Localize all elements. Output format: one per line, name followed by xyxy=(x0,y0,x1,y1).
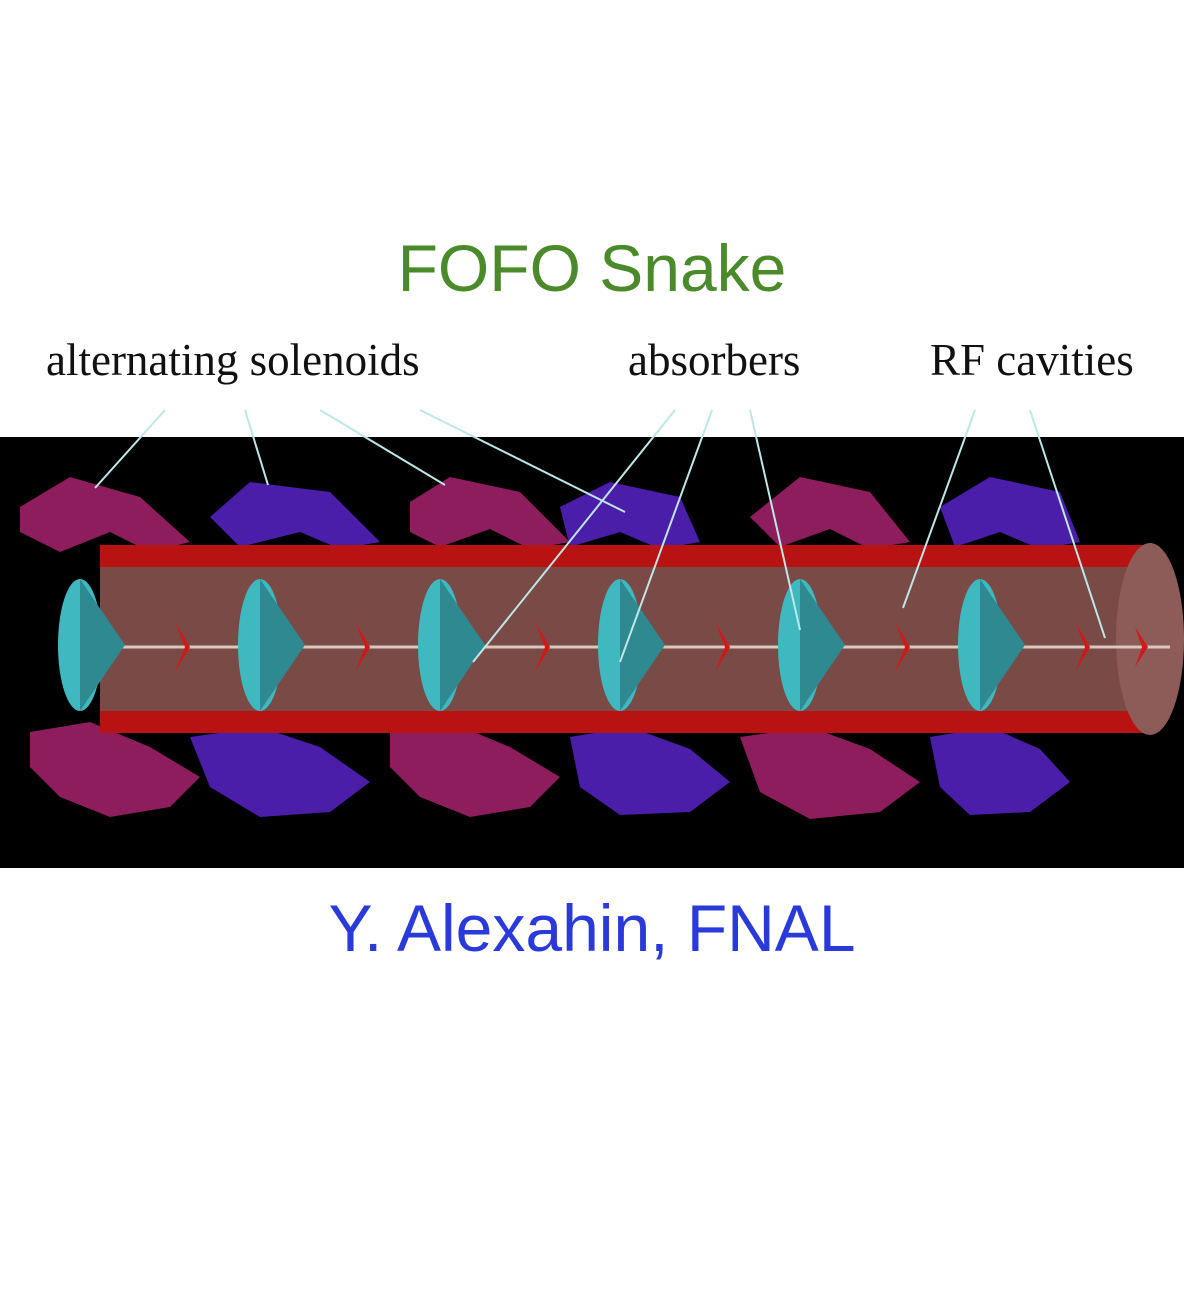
leader-line-rf xyxy=(1029,409,1106,639)
rf-cell xyxy=(1135,627,1148,667)
rf-cell xyxy=(715,622,730,672)
absorber xyxy=(778,579,845,711)
label-rf-cavities: RF cavities xyxy=(930,335,1134,385)
fofo-snake-illustration xyxy=(0,437,1184,868)
label-alternating-solenoids: alternating solenoids xyxy=(46,335,420,385)
solenoid-coil xyxy=(940,477,1080,549)
leader-line-solenoid xyxy=(94,409,166,489)
leader-line-solenoid xyxy=(319,409,446,486)
rf-cell xyxy=(895,622,910,672)
solenoid-coil xyxy=(570,727,730,815)
rf-cell xyxy=(1075,622,1090,672)
label-absorbers: absorbers xyxy=(628,335,801,385)
absorbers xyxy=(58,579,1025,711)
leader-line-solenoid xyxy=(244,409,269,486)
absorber xyxy=(598,579,665,711)
cavity-end-cap xyxy=(1116,543,1184,735)
absorber xyxy=(418,579,485,711)
solenoid-coil xyxy=(750,477,910,549)
leader-line-absorber xyxy=(749,409,801,631)
solenoid-coil xyxy=(20,477,190,552)
solenoid-coils-lower xyxy=(30,722,1070,819)
solenoid-coil xyxy=(560,482,700,549)
solenoid-coils-upper xyxy=(20,477,1080,552)
leader-line-absorber xyxy=(619,409,713,663)
solenoid-coil xyxy=(210,482,380,549)
rf-cavity-cells xyxy=(175,622,1148,672)
solenoid-coil xyxy=(190,727,370,817)
credit-text: Y. Alexahin, FNAL xyxy=(328,891,856,965)
solenoid-coil xyxy=(930,727,1070,815)
rf-cell xyxy=(355,622,370,672)
cavity-upper-rim xyxy=(100,545,1150,567)
solenoid-coil xyxy=(410,477,570,549)
leader-line-solenoid xyxy=(419,409,626,513)
rf-cell xyxy=(535,622,550,672)
leader-line-rf xyxy=(902,409,976,609)
absorber xyxy=(958,579,1025,711)
absorber xyxy=(238,579,305,711)
solenoid-coil xyxy=(30,722,200,817)
absorber xyxy=(58,579,125,711)
solenoid-coil xyxy=(740,727,920,819)
diagram-title: FOFO Snake xyxy=(397,231,787,305)
solenoid-coil xyxy=(390,722,560,817)
cavity-lower-rim xyxy=(100,711,1150,733)
leader-line-absorber xyxy=(472,409,676,663)
rf-cell xyxy=(175,622,190,672)
